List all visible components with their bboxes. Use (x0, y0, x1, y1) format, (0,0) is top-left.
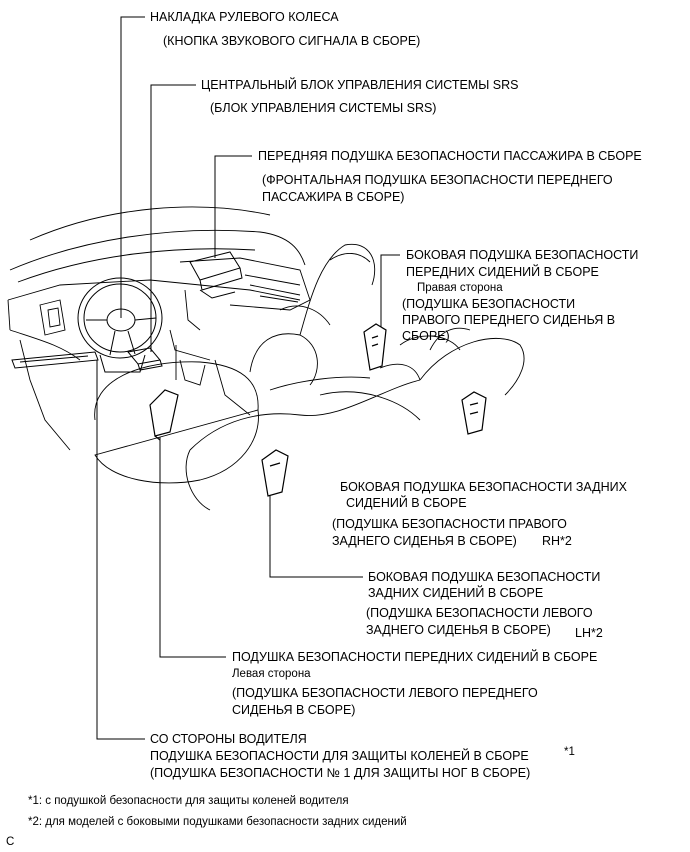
label-steering-pad-title: НАКЛАДКА РУЛЕВОГО КОЛЕСА (150, 10, 339, 24)
label-front-seat-rh-3: (ПОДУШКА БЕЗОПАСНОСТИ (402, 297, 576, 311)
label-front-seat-rh-5: СБОРЕ) (402, 329, 450, 343)
front-seats (94, 243, 376, 484)
label-front-seat-lh-side: Левая сторона (232, 668, 311, 680)
passenger-airbag-module (189, 251, 243, 299)
label-front-passenger-sub2: ПАССАЖИРА В СБОРЕ) (262, 190, 405, 204)
footnote-1: *1: с подушкой безопасности для защиты к… (28, 795, 349, 807)
label-driver-knee-1: СО СТОРОНЫ ВОДИТЕЛЯ (150, 732, 307, 746)
label-rear-seat-lh-2: ЗАДНИХ СИДЕНИЙ В СБОРЕ (368, 586, 544, 600)
side-airbag-module-front-lh (149, 389, 179, 441)
label-steering-pad-sub: (КНОПКА ЗВУКОВОГО СИГНАЛА В СБОРЕ) (163, 34, 421, 48)
leader-lines (96, 16, 400, 740)
steering-wheel (77, 277, 163, 373)
label-front-passenger-title: ПЕРЕДНЯЯ ПОДУШКА БЕЗОПАСНОСТИ ПАССАЖИРА … (258, 149, 642, 163)
footnote-2: *2: для моделей с боковыми подушками без… (28, 816, 407, 828)
label-rear-seat-lh-3: (ПОДУШКА БЕЗОПАСНОСТИ ЛЕВОГО (366, 606, 593, 620)
srs-unit-shape (127, 347, 163, 371)
rear-seats (185, 327, 525, 511)
label-rear-seat-lh-1: БОКОВАЯ ПОДУШКА БЕЗОПАСНОСТИ (368, 570, 601, 584)
label-front-seat-lh-2: (ПОДУШКА БЕЗОПАСНОСТИ ЛЕВОГО ПЕРЕДНЕГО (232, 686, 538, 700)
label-rear-seat-lh-4: ЗАДНЕГО СИДЕНЬЯ В СБОРЕ) (366, 623, 551, 637)
label-driver-knee-note: *1 (564, 746, 575, 758)
label-front-passenger-sub1: (ФРОНТАЛЬНАЯ ПОДУШКА БЕЗОПАСНОСТИ ПЕРЕДН… (262, 173, 613, 187)
label-front-seat-rh-1: БОКОВАЯ ПОДУШКА БЕЗОПАСНОСТИ (406, 248, 639, 262)
label-rear-seat-rh-1: БОКОВАЯ ПОДУШКА БЕЗОПАСНОСТИ ЗАДНИХ (340, 480, 627, 494)
knee-airbag-shape (11, 351, 99, 369)
label-front-seat-rh-side: Правая сторона (417, 282, 503, 294)
label-rear-seat-rh-4: ЗАДНЕГО СИДЕНЬЯ В СБОРЕ) (332, 534, 517, 548)
label-rear-seat-rh-3: (ПОДУШКА БЕЗОПАСНОСТИ ПРАВОГО (332, 517, 567, 531)
label-srs-center-sub: (БЛОК УПРАВЛЕНИЯ СИСТЕМЫ SRS) (210, 101, 437, 115)
label-front-seat-rh-2: ПЕРЕДНИХ СИДЕНИЙ В СБОРЕ (406, 265, 599, 279)
label-rear-seat-rh-tag: RH*2 (542, 534, 572, 548)
side-airbag-module-rear-lh (261, 449, 289, 497)
label-srs-center-title: ЦЕНТРАЛЬНЫЙ БЛОК УПРАВЛЕНИЯ СИСТЕМЫ SRS (201, 78, 519, 92)
label-front-seat-rh-4: ПРАВОГО ПЕРЕДНЕГО СИДЕНЬЯ В (402, 313, 616, 327)
label-rear-seat-rh-2: СИДЕНИЙ В СБОРЕ (346, 496, 467, 510)
side-airbag-module-front-rh (363, 323, 387, 371)
side-airbag-module-rear-rh (461, 391, 487, 435)
figure-code: C (6, 836, 15, 848)
label-front-seat-lh-1: ПОДУШКА БЕЗОПАСНОСТИ ПЕРЕДНИХ СИДЕНИЙ В … (232, 650, 598, 664)
label-front-seat-lh-3: СИДЕНЬЯ В СБОРЕ) (232, 703, 356, 717)
label-rear-seat-lh-tag: LH*2 (575, 626, 603, 640)
label-driver-knee-2: ПОДУШКА БЕЗОПАСНОСТИ ДЛЯ ЗАЩИТЫ КОЛЕНЕЙ … (150, 749, 529, 763)
label-driver-knee-3: (ПОДУШКА БЕЗОПАСНОСТИ № 1 ДЛЯ ЗАЩИТЫ НОГ… (150, 766, 531, 780)
